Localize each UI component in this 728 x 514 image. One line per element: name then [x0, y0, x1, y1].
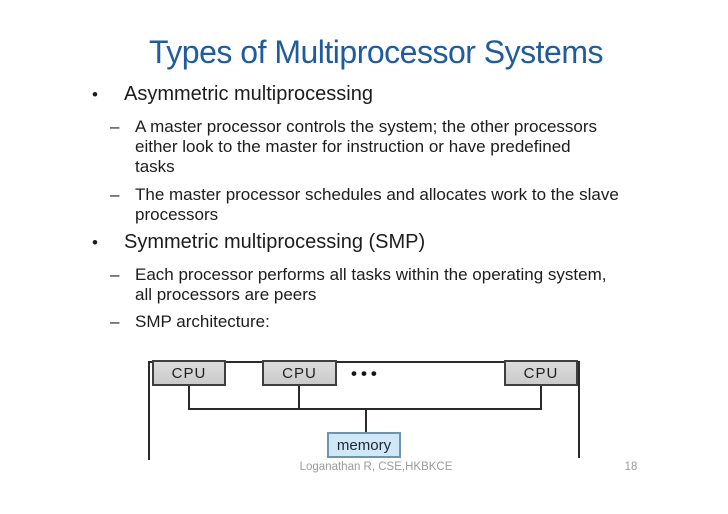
subbullet-lines: The master processor schedules and alloc…	[135, 185, 619, 225]
subbullet-line: Each processor performs all tasks within…	[135, 265, 607, 284]
dash-icon: –	[110, 312, 120, 331]
subbullet-smp-architecture: – SMP architecture:	[110, 312, 270, 332]
subbullet-line: tasks	[135, 157, 175, 176]
subbullet-line: The master processor schedules and alloc…	[135, 185, 619, 204]
memory-label: memory	[336, 436, 392, 454]
bullet-label: Symmetric multiprocessing (SMP)	[124, 231, 426, 253]
dash-icon: –	[110, 185, 120, 204]
cpu-label: CPU	[171, 364, 207, 382]
footer-credit: Loganathan R, CSE,HKBKCE	[299, 461, 453, 473]
subbullet-lines: A master processor controls the system; …	[135, 117, 597, 177]
subbullet-line: all processors are peers	[135, 285, 317, 304]
cpu-box-1: CPU	[152, 360, 226, 386]
subbullet-line: SMP architecture:	[135, 312, 270, 331]
memory-box: memory	[327, 432, 401, 458]
cpu3-connector-line	[540, 386, 542, 410]
diagram-left-rail	[148, 361, 150, 460]
subbullet-line: A master processor controls the system; …	[135, 117, 598, 136]
cpu-label: CPU	[523, 364, 559, 382]
subbullet-master-schedules: – The master processor schedules and all…	[110, 185, 619, 225]
cpu2-connector-line	[298, 386, 300, 410]
subbullet-each-processor: – Each processor performs all tasks with…	[110, 265, 606, 305]
bullet-icon: •	[92, 85, 98, 104]
dash-icon: –	[110, 265, 120, 284]
bullet-asymmetric: • Asymmetric multiprocessing	[90, 83, 373, 107]
bus-line	[188, 408, 542, 410]
diagram-right-rail	[578, 361, 580, 458]
subbullet-line: either look to the master for instructio…	[135, 137, 571, 156]
ellipsis-dots: •••	[351, 364, 381, 383]
subbullet-line: processors	[135, 205, 219, 224]
slide-title: Types of Multiprocessor Systems	[149, 34, 603, 70]
subbullet-lines: SMP architecture:	[135, 312, 270, 332]
bullet-symmetric: • Symmetric multiprocessing (SMP)	[90, 231, 425, 255]
subbullet-lines: Each processor performs all tasks within…	[135, 265, 606, 305]
page-number: 18	[624, 461, 638, 473]
cpu1-connector-line	[188, 386, 190, 410]
cpu-label: CPU	[282, 364, 317, 382]
bullet-label: Asymmetric multiprocessing	[124, 83, 373, 105]
bullet-icon: •	[92, 233, 98, 252]
subbullet-master-controls: – A master processor controls the system…	[110, 117, 597, 177]
memory-connector-line	[365, 408, 367, 434]
diagram-top-rail	[148, 361, 580, 363]
cpu-box-3: CPU	[504, 360, 578, 386]
dash-icon: –	[110, 117, 120, 136]
cpu-box-2: CPU	[262, 360, 337, 386]
